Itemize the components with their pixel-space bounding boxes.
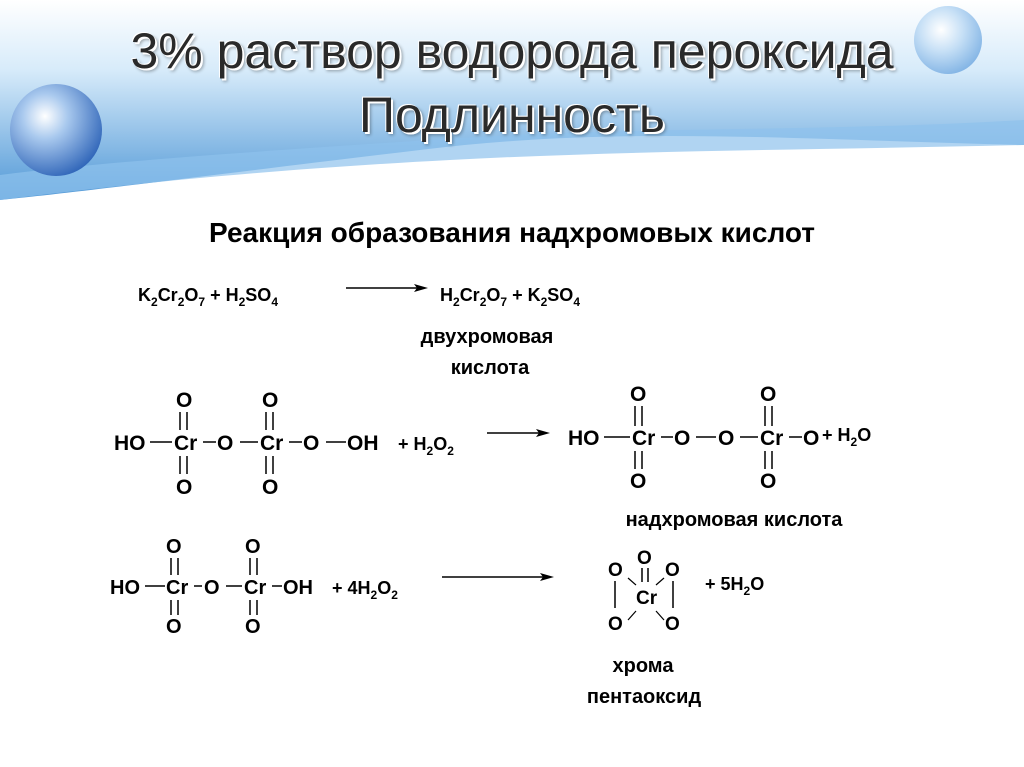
slide-title-line2: Подлинность: [359, 87, 665, 143]
svg-text:Cr: Cr: [632, 427, 655, 450]
svg-text:O: O: [608, 614, 623, 635]
reaction2-product-structure: HO Cr O O O O Cr O O O: [568, 383, 819, 493]
reaction1-name-line1: двухромовая: [421, 326, 554, 348]
reaction2-arrowhead: [536, 429, 550, 437]
svg-text:O: O: [204, 577, 220, 599]
reaction3-name-line1: хрома: [613, 655, 675, 677]
svg-text:O: O: [803, 427, 819, 450]
svg-text:O: O: [166, 536, 182, 558]
svg-text:O: O: [674, 427, 690, 450]
svg-text:Cr: Cr: [636, 588, 658, 609]
svg-text:O: O: [630, 470, 646, 493]
reaction1-name-line2: кислота: [451, 357, 530, 379]
reaction3-byproduct: + 5H2O: [705, 574, 764, 598]
reaction1-products: H2Cr2O7 + K2SO4: [440, 285, 580, 309]
svg-text:O: O: [176, 389, 192, 412]
slide-title-line1: 3% раствор водорода пероксида: [130, 23, 894, 79]
reaction2-byproduct: + H2O: [822, 425, 871, 449]
svg-text:O: O: [630, 383, 646, 406]
reaction3-arrowhead: [540, 573, 554, 581]
reaction3-reagent: + 4H2O2: [332, 578, 398, 602]
svg-text:OH: OH: [347, 432, 379, 455]
svg-text:Cr: Cr: [166, 577, 188, 599]
svg-text:HO: HO: [110, 577, 140, 599]
svg-text:O: O: [665, 614, 680, 635]
reaction2-reactant-structure: HO Cr O O O Cr O O O OH: [114, 389, 379, 499]
svg-text:OH: OH: [283, 577, 313, 599]
svg-text:O: O: [166, 616, 182, 638]
reaction1-reactants: K2Cr2O7 + H2SO4: [138, 285, 278, 309]
reaction3-reactant-structure: HO Cr O O O Cr O O OH: [110, 536, 313, 638]
svg-text:Cr: Cr: [244, 577, 266, 599]
subtitle: Реакция образования надхромовых кислот: [209, 217, 815, 248]
decor-sphere-left: [10, 84, 102, 176]
svg-text:O: O: [262, 476, 278, 499]
svg-text:O: O: [245, 616, 261, 638]
svg-text:Cr: Cr: [174, 432, 197, 455]
svg-text:O: O: [718, 427, 734, 450]
svg-text:O: O: [303, 432, 319, 455]
svg-text:O: O: [608, 560, 623, 581]
svg-text:O: O: [176, 476, 192, 499]
svg-text:HO: HO: [114, 432, 146, 455]
svg-text:O: O: [760, 383, 776, 406]
svg-text:Cr: Cr: [760, 427, 783, 450]
svg-text:O: O: [217, 432, 233, 455]
decor-sphere-right: [914, 6, 982, 74]
header-wave: [0, 120, 1024, 200]
svg-text:O: O: [637, 548, 652, 569]
reaction2-name: надхромовая кислота: [626, 509, 844, 531]
svg-text:Cr: Cr: [260, 432, 283, 455]
reaction3-name-line2: пентаоксид: [587, 686, 702, 708]
chromium-pentoxide-structure: O O O Cr O O: [608, 548, 680, 635]
svg-text:O: O: [760, 470, 776, 493]
svg-text:O: O: [665, 560, 680, 581]
reaction2-reagent: + H2O2: [398, 434, 454, 458]
svg-text:O: O: [245, 536, 261, 558]
reaction1-arrowhead: [414, 284, 428, 292]
header-banner: [0, 0, 1024, 200]
svg-text:HO: HO: [568, 427, 600, 450]
svg-text:O: O: [262, 389, 278, 412]
